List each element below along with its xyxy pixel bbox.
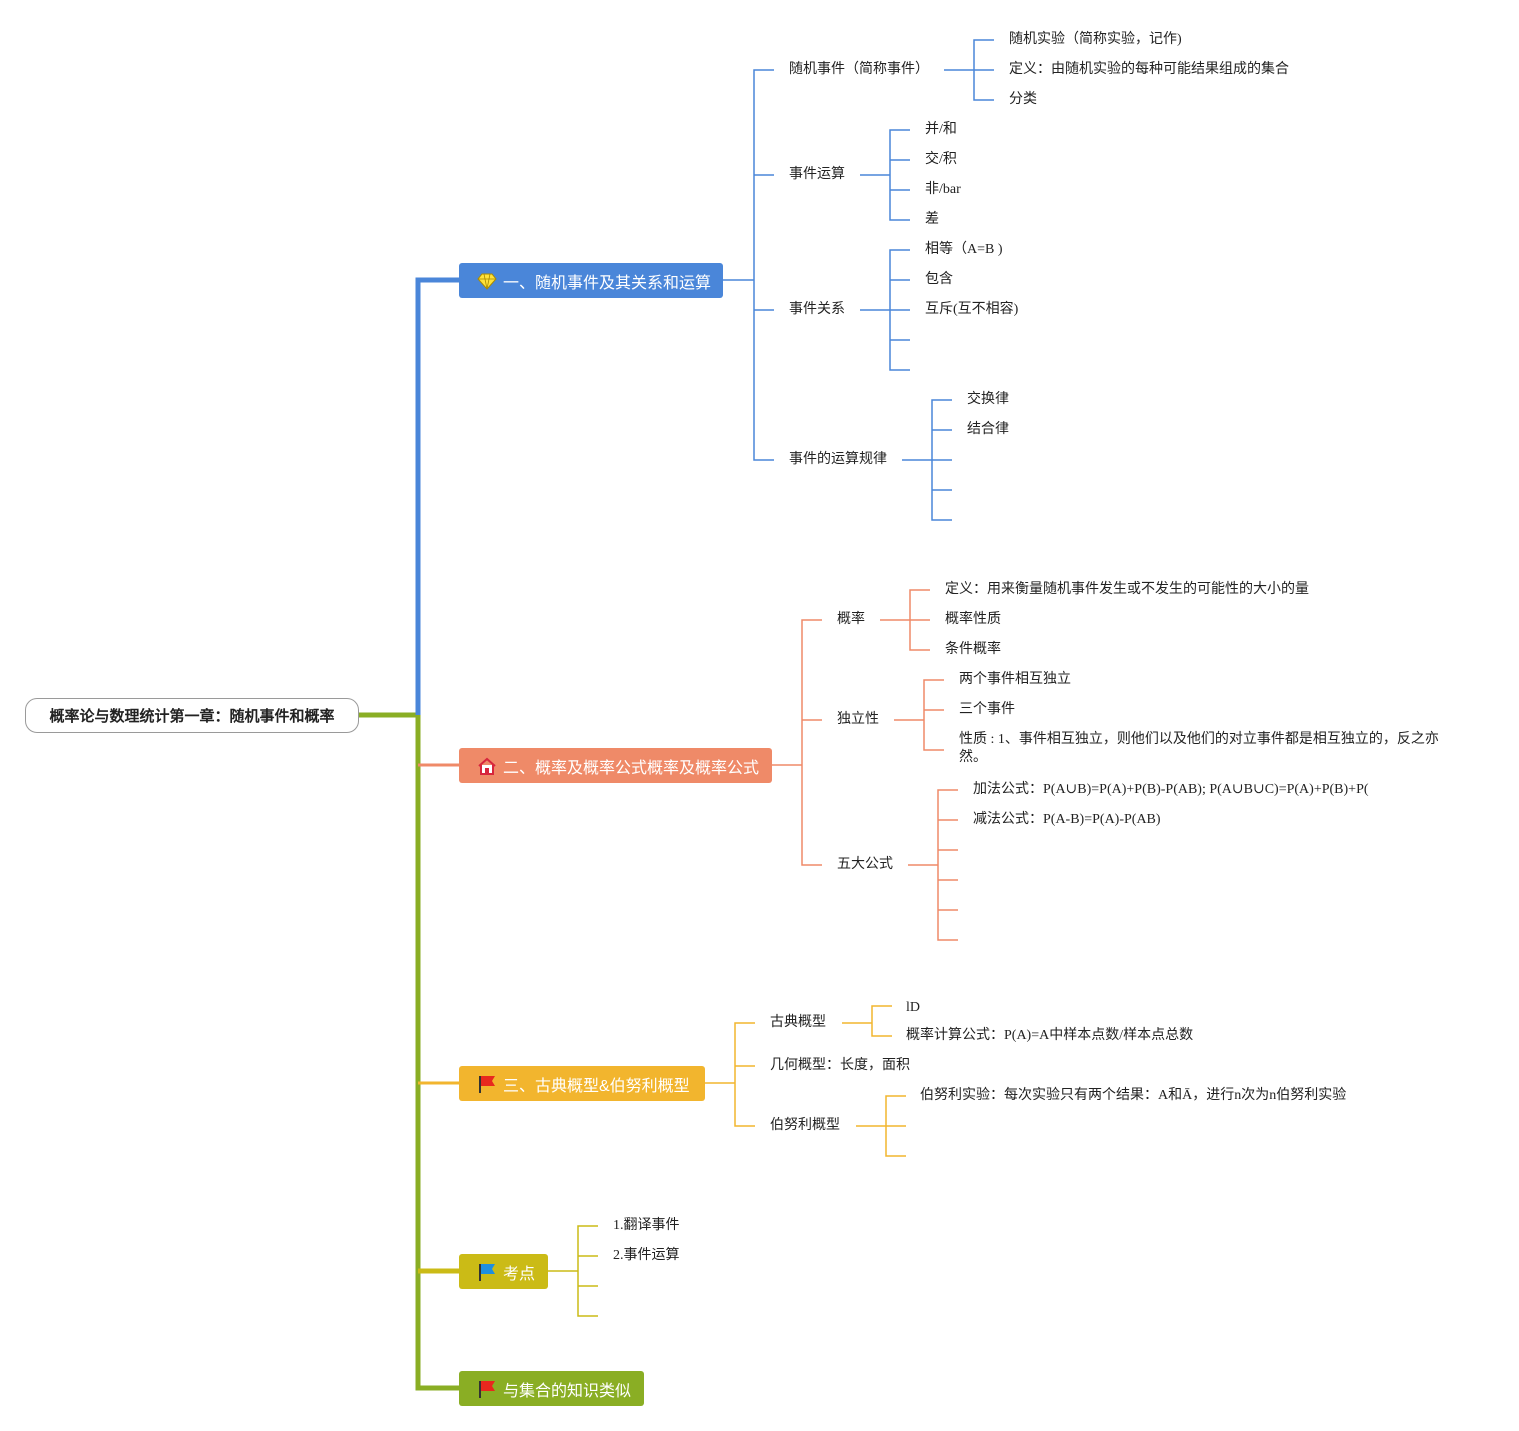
leaf-topic[interactable]: 交/积 [925,152,957,167]
leaf-topic[interactable]: 减法公式：P(A-B)=P(A)-P(AB) [973,812,1161,827]
leaf-topic[interactable]: 分类 [1009,92,1037,107]
leaf-topic[interactable]: 1.翻译事件 [613,1218,680,1233]
leaf-topic[interactable]: 定义：由随机实验的每种可能结果组成的集合 [1009,62,1289,77]
leaf-topic[interactable]: 并/和 [925,122,957,137]
root-topic[interactable]: 概率论与数理统计第一章：随机事件和概率 [25,698,359,733]
subtopic-random-event[interactable]: 随机事件（简称事件） [789,62,929,77]
leaf-topic[interactable]: 交换律 [967,392,1009,407]
subtopic-event-relation[interactable]: 事件关系 [789,302,845,317]
leaf-topic[interactable]: 条件概率 [945,642,1001,657]
leaf-topic[interactable]: 2.事件运算 [613,1248,680,1263]
diamond-icon [477,271,497,291]
subtopic-geometric-model[interactable]: 几何概型：长度，面积 [770,1058,910,1073]
subtopic-event-operation[interactable]: 事件运算 [789,167,845,182]
subtopic-independence[interactable]: 独立性 [837,712,879,727]
flag-blue-icon [477,1262,497,1282]
leaf-topic[interactable]: lD [906,1000,920,1015]
leaf-topic[interactable]: 加法公式：P(A∪B)=P(A)+P(B)-P(AB); P(A∪B∪C)=P(… [973,782,1369,797]
main-topic-1-label: 一、随机事件及其关系和运算 [503,274,712,292]
leaf-topic[interactable]: 性质 : 1、事件相互独立，则他们以及他们的对立事件都是相互独立的，反之亦然。 [959,732,1439,765]
house-icon [477,756,497,776]
leaf-topic[interactable]: 非/bar [925,182,961,197]
flag-red-icon [477,1074,497,1094]
main-topic-3-label: 三、古典概型&伯努利概型 [503,1077,690,1095]
leaf-topic[interactable]: 包含 [925,272,953,287]
leaf-topic[interactable]: 定义：用来衡量随机事件发生或不发生的可能性的大小的量 [945,582,1309,597]
leaf-topic[interactable]: 随机实验（简称实验，记作) [1009,32,1182,47]
subtopic-classical-model[interactable]: 古典概型 [770,1015,826,1030]
main-topic-5[interactable]: 与集合的知识类似 [459,1371,644,1406]
leaf-topic[interactable]: 两个事件相互独立 [959,672,1071,687]
main-topic-3[interactable]: 三、古典概型&伯努利概型 [459,1066,705,1101]
leaf-topic[interactable]: 差 [925,212,939,227]
leaf-topic[interactable]: 互斥(互不相容) [925,302,1019,317]
flag-red-icon [477,1379,497,1399]
subtopic-five-formulas[interactable]: 五大公式 [837,857,893,872]
main-topic-2-label: 二、概率及概率公式概率及概率公式 [503,759,760,777]
leaf-topic[interactable]: 概率计算公式：P(A)=A中样本点数/样本点总数 [906,1028,1194,1043]
subtopic-operation-laws[interactable]: 事件的运算规律 [789,452,887,467]
leaf-topic[interactable]: 伯努利实验：每次实验只有两个结果：A和Ā，进行n次为n伯努利实验 [920,1088,1347,1103]
main-topic-4[interactable]: 考点 [459,1254,548,1289]
leaf-topic[interactable]: 三个事件 [959,702,1015,717]
main-topic-5-label: 与集合的知识类似 [503,1382,632,1400]
subtopic-bernoulli-model[interactable]: 伯努利概型 [770,1118,840,1133]
main-topic-1[interactable]: 一、随机事件及其关系和运算 [459,263,723,298]
leaf-topic[interactable]: 结合律 [967,422,1009,437]
leaf-topic[interactable]: 相等（A=B ) [925,242,1003,257]
main-topic-4-label: 考点 [503,1265,536,1283]
subtopic-probability[interactable]: 概率 [837,612,865,627]
leaf-topic[interactable]: 概率性质 [945,612,1001,627]
main-topic-2[interactable]: 二、概率及概率公式概率及概率公式 [459,748,772,783]
